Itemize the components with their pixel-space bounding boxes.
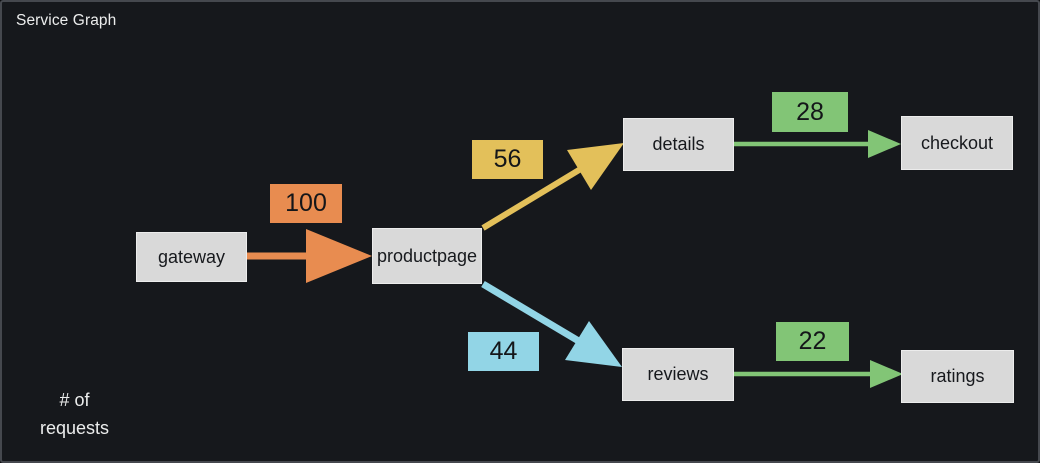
edge-arrowhead-icon [306, 229, 372, 283]
edge-requests-label-gateway-productpage[interactable]: 100 [270, 184, 342, 223]
node-gateway[interactable]: gateway [136, 232, 247, 282]
panel-title: Service Graph [16, 12, 117, 29]
legend-requests-unit: # of requests [39, 390, 110, 438]
edge-arrowhead-icon [567, 143, 624, 190]
edge-line [481, 164, 586, 231]
node-ratings[interactable]: ratings [901, 350, 1014, 403]
edge-details-checkout[interactable] [734, 130, 901, 158]
edge-productpage-details[interactable] [481, 143, 624, 231]
node-reviews[interactable]: reviews [622, 348, 734, 401]
node-checkout[interactable]: checkout [901, 116, 1013, 170]
edge-gateway-productpage[interactable] [247, 229, 372, 283]
edge-productpage-reviews[interactable] [481, 280, 622, 367]
edge-arrowhead-icon [870, 360, 903, 388]
edge-arrowhead-icon [868, 130, 901, 158]
edge-requests-label-productpage-reviews[interactable]: 44 [468, 332, 539, 371]
edge-requests-label-reviews-ratings[interactable]: 22 [776, 322, 849, 361]
edge-requests-label-productpage-details[interactable]: 56 [472, 140, 543, 179]
edge-line [481, 280, 584, 347]
edge-reviews-ratings[interactable] [734, 360, 903, 388]
node-productpage[interactable]: productpage [372, 228, 482, 284]
edge-requests-label-details-checkout[interactable]: 28 [772, 92, 848, 132]
edge-arrowhead-icon [565, 321, 622, 367]
node-details[interactable]: details [623, 118, 734, 171]
